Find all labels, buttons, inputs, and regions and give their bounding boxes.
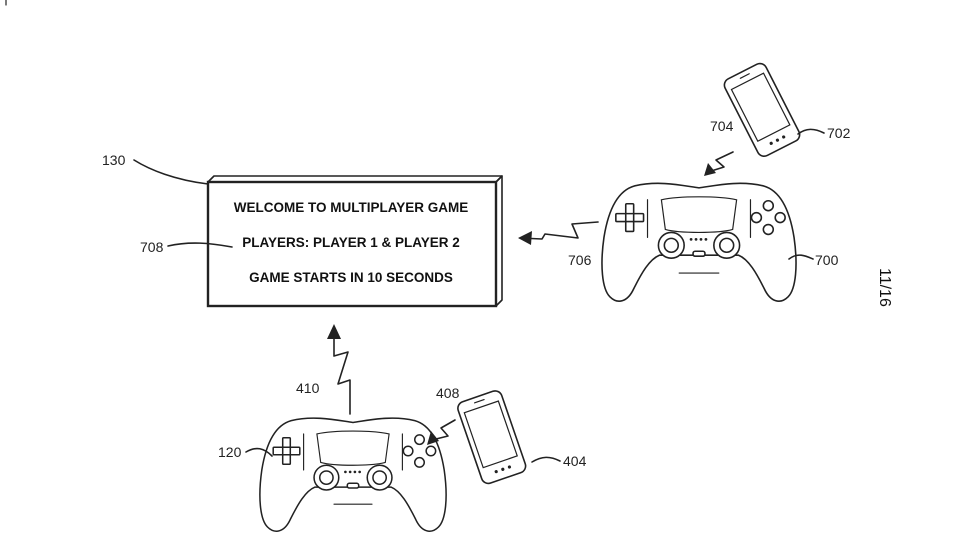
leader-708 — [167, 242, 233, 248]
leader-702 — [797, 128, 825, 135]
leader-404 — [531, 456, 561, 463]
ref-label-706: 706 — [568, 252, 592, 268]
leader-700 — [788, 254, 814, 260]
screen-line-players: PLAYERS: PLAYER 1 & PLAYER 2 — [242, 235, 460, 250]
ref-label-700: 700 — [815, 252, 839, 268]
ref-label-120: 120 — [218, 444, 242, 460]
smartphone-right — [721, 60, 803, 160]
wireless-signal-410 — [327, 324, 351, 415]
ref-label-410: 410 — [296, 380, 320, 396]
ref-label-704: 704 — [710, 118, 734, 134]
game-controller-left — [259, 417, 447, 532]
ref-label-408: 408 — [436, 385, 460, 401]
ref-label-708: 708 — [140, 239, 164, 255]
smartphone-left — [455, 388, 529, 487]
ref-label-702: 702 — [827, 125, 851, 141]
display-screen — [206, 175, 503, 308]
wireless-signal-408 — [427, 419, 456, 445]
game-controller-right — [601, 182, 797, 302]
wireless-signal-706 — [518, 221, 599, 245]
leader-130 — [133, 159, 209, 185]
screen-line-welcome: WELCOME TO MULTIPLAYER GAME — [234, 200, 469, 215]
ref-label-404: 404 — [563, 453, 587, 469]
leader-120 — [245, 447, 273, 457]
wireless-signal-704 — [704, 151, 734, 176]
sheet-number: 11/16 — [876, 268, 893, 307]
ref-label-130: 130 — [102, 152, 126, 168]
screen-line-countdown: GAME STARTS IN 10 SECONDS — [249, 270, 453, 285]
